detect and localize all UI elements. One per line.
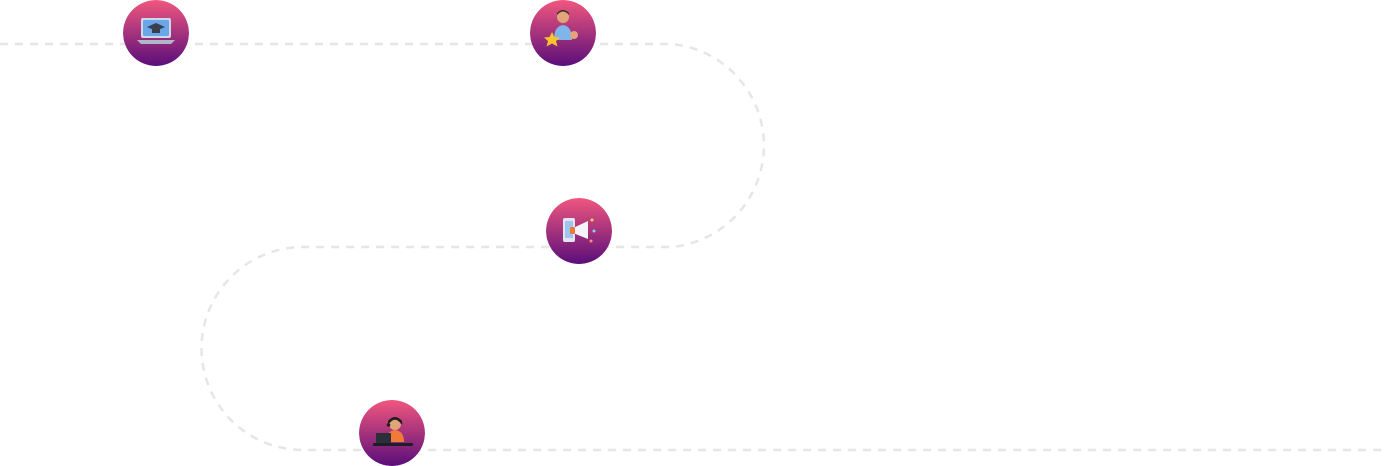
megaphone-announcement-icon	[546, 198, 612, 264]
milestone-3[interactable]	[546, 198, 612, 264]
laptop-graduation-cap-icon	[123, 0, 189, 66]
milestone-4[interactable]	[359, 400, 425, 466]
person-with-star-icon	[530, 0, 596, 66]
milestone-1[interactable]	[123, 0, 189, 66]
milestone-2[interactable]	[530, 0, 596, 66]
support-agent-headset-icon	[359, 400, 425, 466]
